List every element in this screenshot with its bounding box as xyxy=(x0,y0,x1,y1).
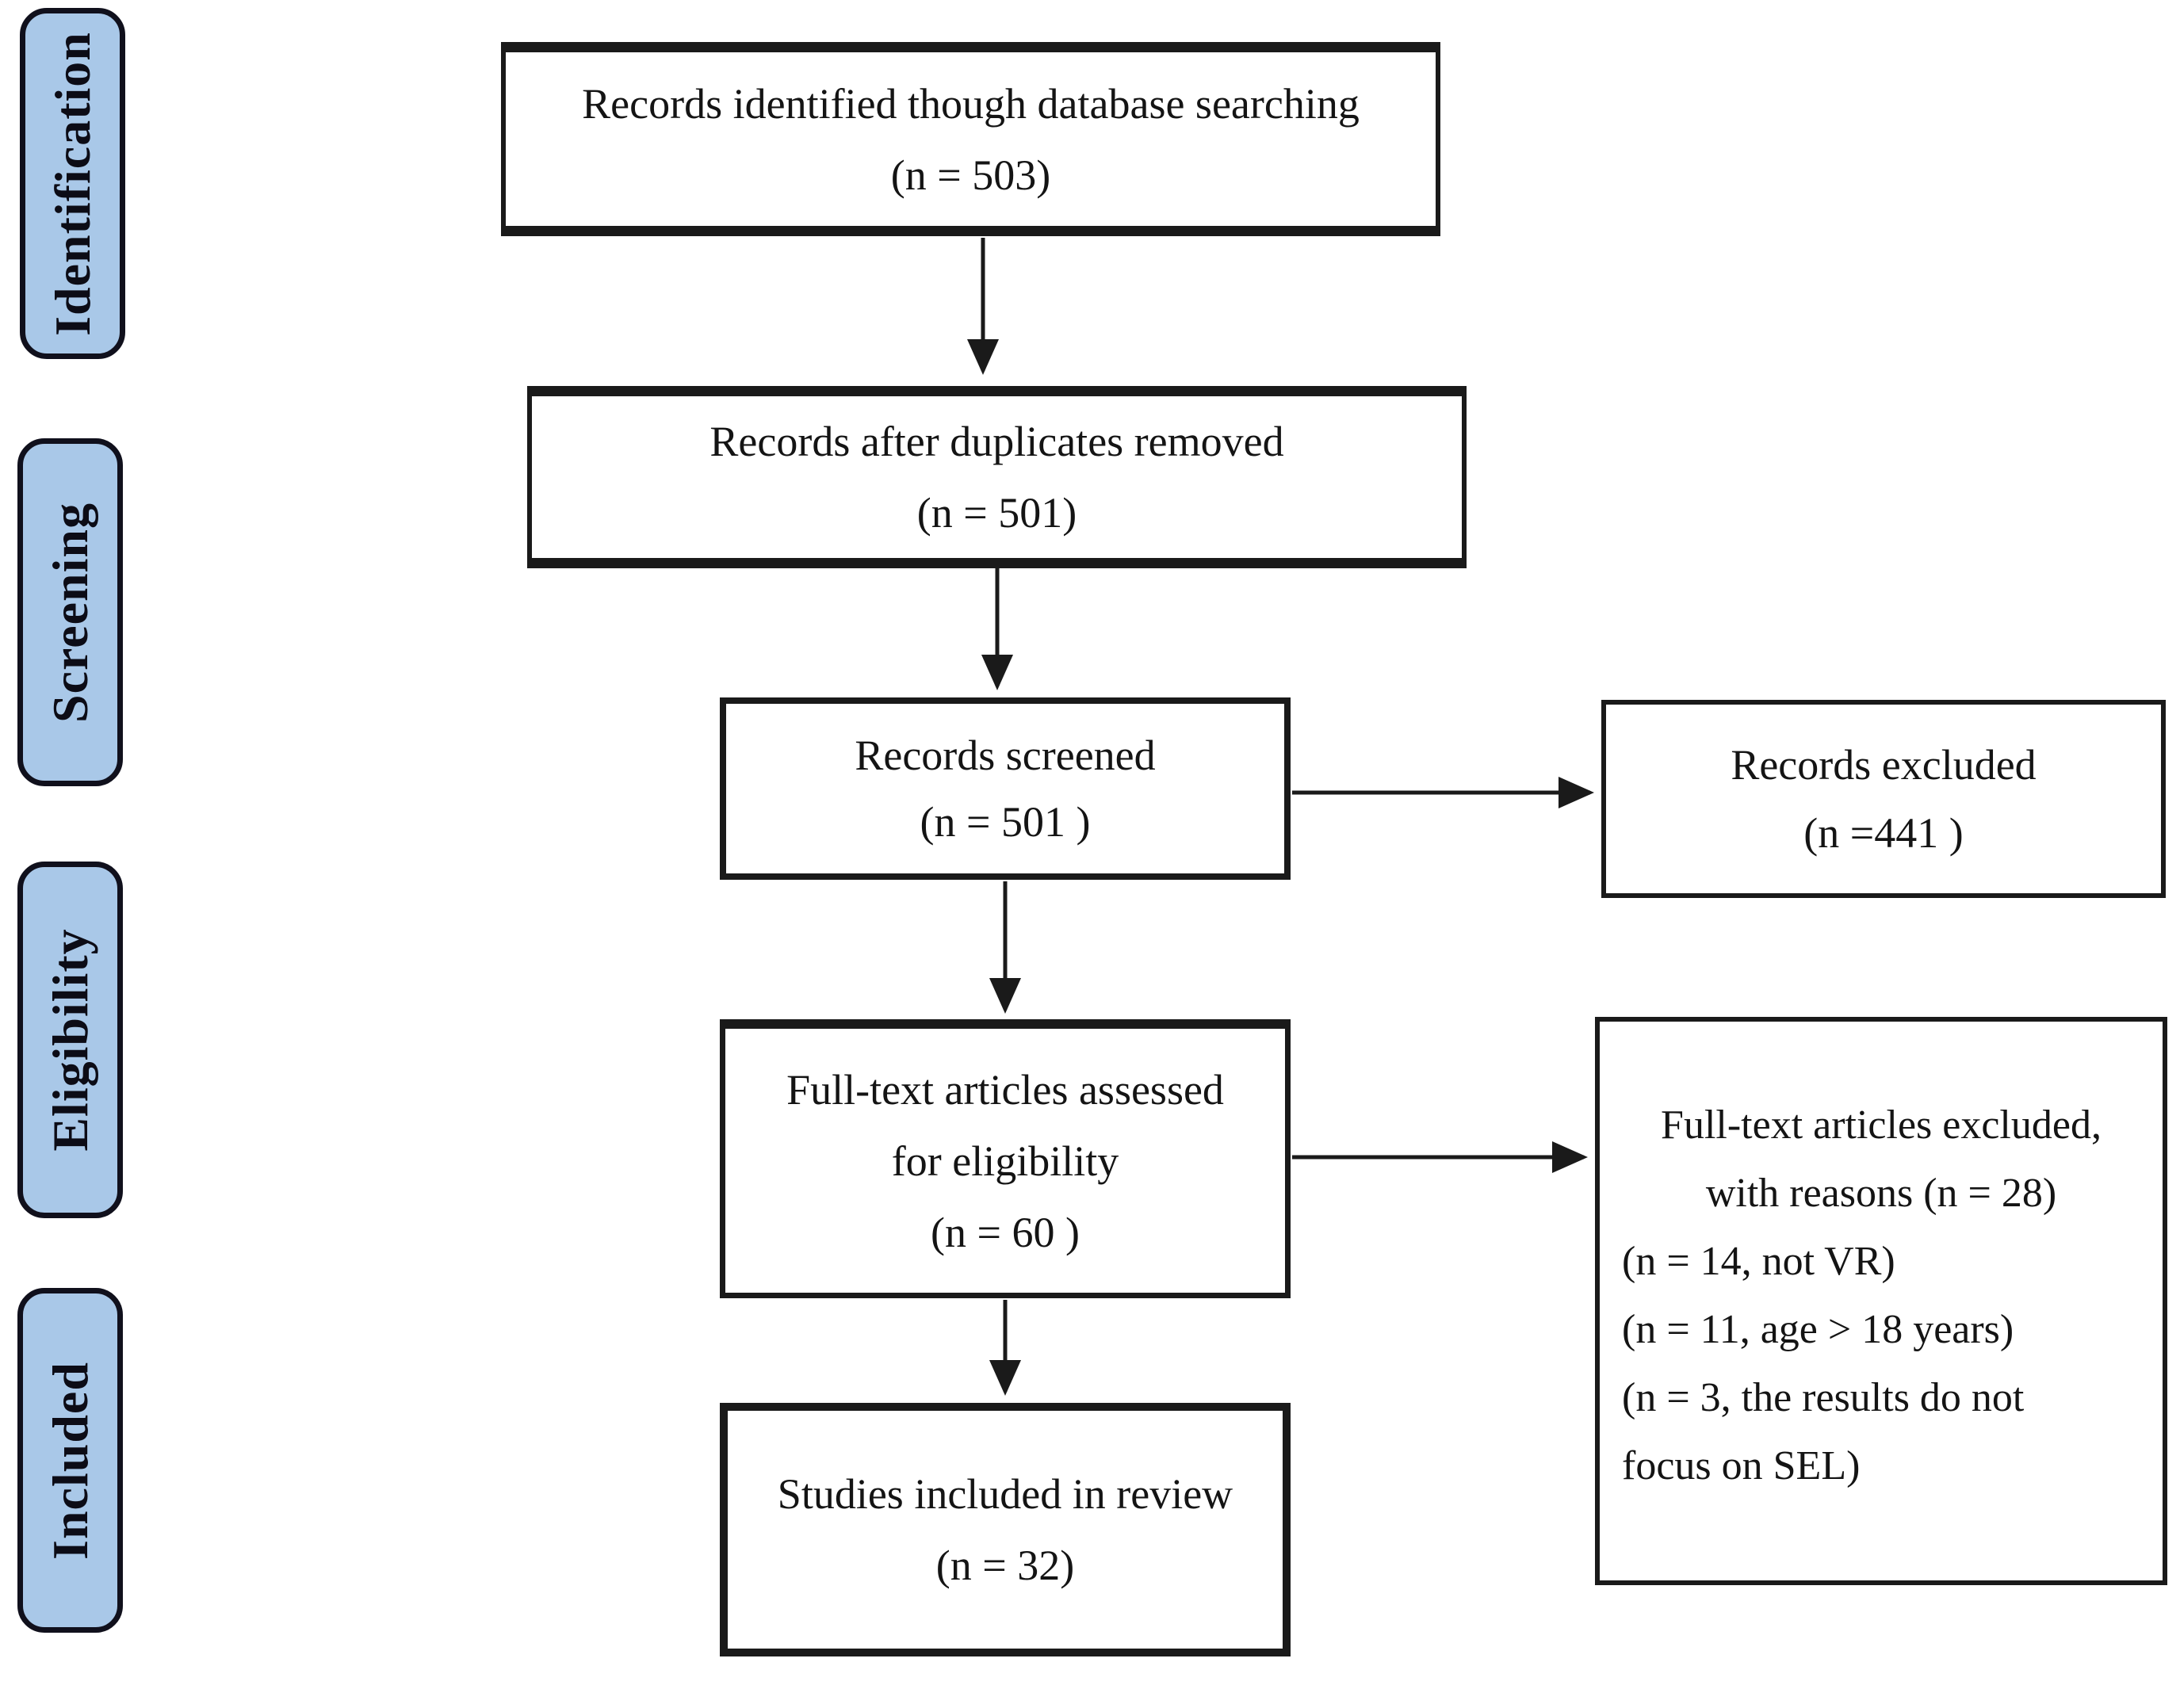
box-records-excluded: Records excluded (n =441 ) xyxy=(1601,700,2166,898)
stage-screening: Screening xyxy=(17,438,123,786)
stage-label: Eligibility xyxy=(41,928,98,1152)
stage-label: Identification xyxy=(44,31,101,336)
box-text-line: Records identified though database searc… xyxy=(582,79,1360,128)
stage-included: Included xyxy=(17,1288,123,1633)
box-count: (n = 60 ) xyxy=(931,1208,1080,1256)
stage-identification: Identification xyxy=(20,8,125,359)
box-duplicates-removed: Records after duplicates removed (n = 50… xyxy=(527,386,1467,568)
box-count: (n = 501) xyxy=(916,489,1077,537)
box-text-line: Full-text articles excluded, xyxy=(1661,1102,2102,1148)
box-text-line: Records after duplicates removed xyxy=(709,418,1284,465)
box-count: (n =441 ) xyxy=(1803,809,1964,857)
box-count: (n = 32) xyxy=(935,1542,1075,1589)
box-text-line: Records excluded xyxy=(1731,741,2037,789)
box-text-line: with reasons (n = 28) xyxy=(1705,1171,2057,1216)
box-studies-included: Studies included in review (n = 32) xyxy=(720,1403,1291,1656)
stage-label: Included xyxy=(41,1361,98,1560)
exclusion-reason: (n = 14, not VR) xyxy=(1622,1239,1895,1284)
box-records-identified: Records identified though database searc… xyxy=(501,42,1440,236)
box-count: (n = 503) xyxy=(890,151,1051,199)
stage-label: Screening xyxy=(41,502,98,723)
exclusion-reason: focus on SEL) xyxy=(1622,1443,1861,1488)
box-text-line: for eligibility xyxy=(891,1137,1119,1185)
box-count: (n = 501 ) xyxy=(920,798,1091,846)
box-text-line: Full-text articles assessed xyxy=(786,1065,1224,1114)
box-text-line: Studies included in review xyxy=(777,1470,1233,1518)
box-records-screened: Records screened (n = 501 ) xyxy=(720,697,1291,880)
box-fulltext-excluded-reasons: Full-text articles excluded, with reason… xyxy=(1595,1017,2167,1585)
box-text-line: Records screened xyxy=(855,732,1156,779)
box-fulltext-assessed: Full-text articles assessed for eligibil… xyxy=(720,1019,1291,1298)
exclusion-reason: (n = 3, the results do not xyxy=(1622,1375,2025,1420)
stage-eligibility: Eligibility xyxy=(17,862,123,1218)
exclusion-reason: (n = 11, age > 18 years) xyxy=(1622,1307,2014,1352)
